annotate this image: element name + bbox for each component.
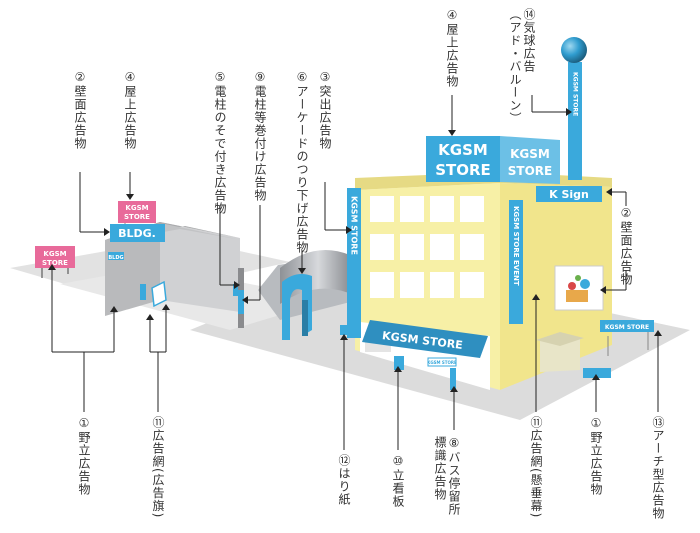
roof-side-line2: STORE bbox=[508, 164, 552, 178]
roadside-billboard-left: KGSM STORE bbox=[35, 246, 75, 278]
label-rooftop-ad-main: ④屋上広告物 bbox=[445, 8, 459, 88]
arch-sign: KGSM STORE bbox=[600, 320, 654, 356]
label-wall-ad-left: ②壁面広告物 bbox=[73, 70, 87, 150]
leader-lines bbox=[51, 95, 659, 450]
window-grid bbox=[370, 196, 484, 298]
leader-arrowheads bbox=[48, 108, 662, 392]
label-rooftop-ad-left: ④屋上広告物 bbox=[123, 70, 137, 150]
utility-pole bbox=[233, 268, 244, 328]
label-wall-ad-right: ②壁面広告物 bbox=[619, 206, 633, 286]
roof-side-line1: KGSM bbox=[510, 147, 550, 161]
label-projecting-ad: ③突出広告物 bbox=[318, 70, 332, 150]
label-pole-side-ad: ⑤電柱のそで付き広告物 bbox=[213, 70, 227, 215]
label-arcade-hanging-ad: ⑥アーケードのつり下げ広告物 bbox=[295, 70, 309, 254]
bldg-sign: BLDG. bbox=[118, 227, 156, 240]
label-roadside-ad-right: ①野立広告物 bbox=[589, 416, 603, 496]
k-sign bbox=[536, 186, 602, 202]
label-balloon-ad: ⑭気球広告 bbox=[522, 8, 536, 73]
billboard-left-line2: STORE bbox=[42, 259, 68, 267]
projecting-sign bbox=[347, 188, 361, 338]
label-bus-stop-ad-sub: 標識広告物 bbox=[433, 436, 447, 501]
event-banner-text: KGSM STORE EVENT bbox=[512, 206, 520, 286]
stand-sign bbox=[394, 356, 404, 370]
label-stand-sign: ⑩立看板 bbox=[391, 454, 405, 508]
arch-sign-text: KGSM STORE bbox=[605, 324, 649, 331]
wall-picture bbox=[554, 265, 604, 311]
roof-main-line1: KGSM bbox=[438, 141, 488, 159]
projecting-sign-text: KGSM STORE bbox=[350, 196, 359, 255]
label-roadside-ad-left: ①野立広告物 bbox=[77, 416, 91, 496]
label-hanging-banner: ⑪広告網(懸垂幕) bbox=[529, 416, 543, 519]
rooftop-main-sign: KGSM STORE KGSM STORE bbox=[426, 136, 560, 184]
advertising-balloon: KGSM STORE bbox=[561, 37, 587, 180]
label-ad-flag: ⑪広告網(広告旗) bbox=[151, 416, 165, 519]
bldg-small-sign: BLDG bbox=[108, 255, 123, 261]
label-pole-wrap-ad: ⑨電柱等巻付け広告物 bbox=[253, 70, 267, 202]
billboard-left-line1: KGSM bbox=[43, 250, 66, 258]
roof-sign-small-line2: STORE bbox=[124, 213, 150, 221]
bus-stop-pole bbox=[450, 368, 456, 390]
label-bus-stop-ad: ⑧バス停留所 bbox=[447, 436, 461, 516]
roof-sign-small-line1: KGSM bbox=[125, 204, 148, 212]
roadside-billboard-right bbox=[583, 368, 611, 378]
arcade bbox=[258, 250, 358, 340]
store-awning bbox=[362, 320, 488, 358]
label-arch-ad: ⑬アーチ型広告物 bbox=[651, 416, 665, 520]
label-posted-bill: ⑫はり紙 bbox=[337, 454, 351, 506]
roof-main-line2: STORE bbox=[435, 161, 491, 179]
posted-bill bbox=[340, 325, 350, 335]
event-banner bbox=[509, 200, 523, 324]
k-sign-text: K Sign bbox=[549, 188, 589, 201]
balloon-text: KGSM STORE bbox=[572, 72, 579, 116]
label-balloon-ad-sub: （アド・バルーン） bbox=[508, 8, 522, 125]
bus-stop-text: KGSM STORE bbox=[427, 360, 457, 365]
bus-stop-sign-panel bbox=[427, 357, 457, 367]
